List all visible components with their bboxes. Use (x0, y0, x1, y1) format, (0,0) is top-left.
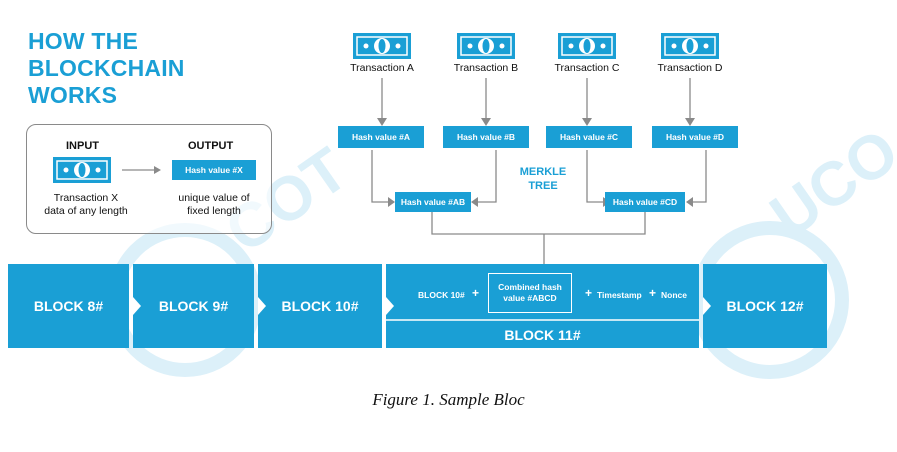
transaction-a-banknote-icon (353, 33, 411, 59)
plus-sign-1: + (472, 286, 480, 300)
transaction-d-label: Transaction D (657, 62, 723, 74)
legend-hash-sample: Hash value #X (172, 160, 256, 180)
block-11-nonce: Nonce (661, 290, 687, 300)
block-9: BLOCK 9# (133, 264, 254, 348)
chevron-10-icon (258, 297, 266, 315)
chevron-12-icon (703, 297, 711, 315)
arrow-hash-c-to-cd (586, 150, 603, 203)
title-line-2: BLOCKCHAIN (28, 55, 185, 81)
hash-box-a: Hash value #A (338, 126, 424, 148)
transaction-b-banknote-icon (457, 33, 515, 59)
block-11-timestamp: Timestamp (597, 290, 642, 300)
legend-arrow (122, 166, 161, 174)
merkle-tree-label: MERKLE TREE (512, 165, 574, 193)
hash-box-b: Hash value #B (443, 126, 529, 148)
legend-output-desc: unique value of fixed length (164, 192, 264, 218)
title-line-1: HOW THE (28, 28, 138, 54)
block-11-prev: BLOCK 10# (418, 290, 465, 300)
transaction-c-label: Transaction C (554, 62, 620, 74)
block-12: BLOCK 12# (703, 264, 827, 348)
legend-input-label: INPUT (66, 140, 99, 152)
hash-box-c: Hash value #C (546, 126, 632, 148)
legend-input-desc-line-2: data of any length (44, 205, 128, 217)
block-11-label: BLOCK 11# (504, 327, 581, 343)
connector-ab-cd (431, 212, 646, 235)
combined-hash-line-2: value #ABCD (503, 293, 557, 303)
transaction-b-label: Transaction B (453, 62, 519, 74)
block-8: BLOCK 8# (8, 264, 129, 348)
figure-caption: Figure 1. Sample Bloc (372, 390, 525, 409)
legend-output-desc-line-2: fixed length (187, 205, 241, 217)
combined-hash-box: Combined hash value #ABCD (488, 273, 572, 313)
hash-box-ab: Hash value #AB (395, 192, 471, 212)
transaction-c-banknote-icon (558, 33, 616, 59)
plus-sign-3: + (649, 286, 657, 300)
combined-hash-line-1: Combined hash (498, 282, 562, 292)
plus-sign-2: + (585, 286, 593, 300)
hash-box-d: Hash value #D (652, 126, 738, 148)
arrow-hash-d-to-cd (693, 150, 707, 203)
transaction-a-label: Transaction A (350, 62, 414, 74)
legend-output-label: OUTPUT (188, 140, 234, 152)
chevron-9-icon (133, 297, 141, 315)
arrow-hash-b-to-ab (478, 150, 497, 203)
legend-output-desc-line-1: unique value of (178, 192, 250, 204)
block-10: BLOCK 10# (258, 264, 382, 348)
chevron-11-icon (386, 297, 394, 315)
hash-box-cd: Hash value #CD (605, 192, 685, 212)
banknote-icon (53, 157, 111, 183)
legend-input-desc: Transaction X data of any length (36, 192, 136, 218)
legend-input-desc-line-1: Transaction X (53, 192, 119, 204)
arrow-hash-a-to-ab (371, 150, 388, 203)
merkle-line-2: TREE (528, 180, 558, 192)
diagram-title: HOW THE BLOCKCHAIN WORKS (28, 28, 185, 109)
merkle-line-1: MERKLE (519, 166, 567, 178)
block-11 (386, 264, 699, 348)
transaction-d-banknote-icon (661, 33, 719, 59)
title-line-3: WORKS (28, 82, 118, 108)
